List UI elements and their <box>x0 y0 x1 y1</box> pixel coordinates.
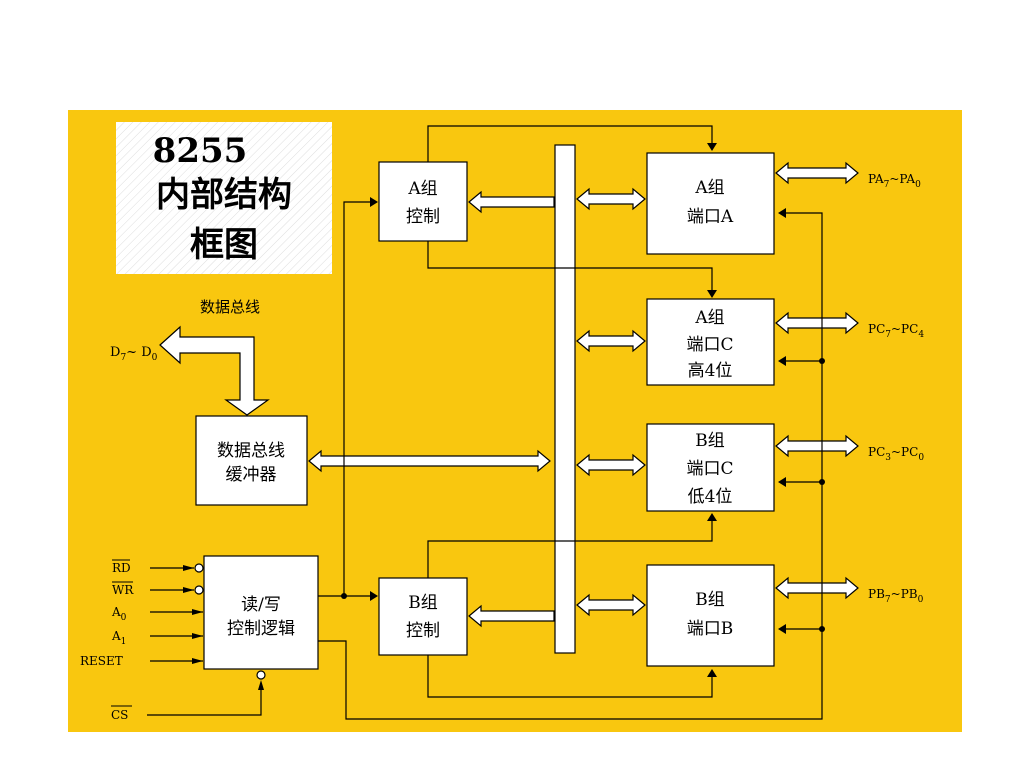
data-bus-buffer-line-1: 数据总线 <box>217 441 285 461</box>
bus-arrow-port-a <box>576 187 646 211</box>
control-line-b-to-port-b <box>427 655 713 698</box>
port-a-line-1: A组 <box>694 178 724 198</box>
reset-label: RESET <box>80 654 123 668</box>
group-a-control-block: A组 控制 <box>378 161 468 242</box>
port-c-upper-line-2: 端口C <box>686 335 733 355</box>
control-line-a-to-port-a <box>427 125 713 162</box>
feedback-line-right <box>318 212 823 720</box>
group-b-control-line-1: B组 <box>408 593 438 613</box>
rw-control-logic-block: 读/写 控制逻辑 <box>203 555 319 670</box>
bus-arrow-pa-external <box>775 161 859 185</box>
bus-arrow-buffer-to-bus <box>308 449 551 473</box>
title-line-2: 内部结构 <box>156 175 292 215</box>
title-line-3: 框图 <box>190 225 258 265</box>
rd-label: RD <box>112 561 131 575</box>
control-line-rw-to-a-control <box>343 201 370 596</box>
a1-label: A1 <box>111 629 126 647</box>
control-line-b-to-port-c-lower <box>427 521 713 578</box>
data-bus-buffer-block: 数据总线 缓冲器 <box>195 415 308 506</box>
internal-data-bus <box>554 144 576 654</box>
d-bus-label: D7~ D0 <box>110 345 158 363</box>
external-data-bus-arrow <box>159 325 270 416</box>
bus-arrow-group-b-control <box>468 604 555 628</box>
bus-arrow-group-a-control <box>468 190 555 214</box>
pc-low-label: PC3~PC0 <box>868 445 924 463</box>
bus-arrow-pb-external <box>775 576 859 600</box>
group-a-control-line-1: A组 <box>407 179 437 199</box>
port-c-upper-block: A组 端口C 高4位 <box>646 298 775 386</box>
pc-high-label: PC7~PC4 <box>868 322 924 340</box>
cs-label: CS <box>111 708 128 722</box>
rw-control-logic-line-1: 读/写 <box>241 595 281 615</box>
bus-arrow-port-c-upper <box>576 329 646 353</box>
port-a-block: A组 端口A <box>646 152 775 255</box>
rw-control-logic-line-2: 控制逻辑 <box>227 619 295 639</box>
bus-arrow-pc-lower-external <box>775 434 859 458</box>
group-b-control-line-2: 控制 <box>406 621 440 641</box>
cs-line <box>147 684 262 716</box>
bus-arrow-pc-upper-external <box>775 311 859 335</box>
title-box: 8255 内部结构 框图 <box>116 122 332 274</box>
group-a-control-line-2: 控制 <box>406 207 440 227</box>
port-b-block: B组 端口B <box>646 564 775 667</box>
port-c-lower-line-2: 端口C <box>686 459 733 479</box>
title-line-1: 8255 <box>153 131 248 171</box>
port-c-lower-block: B组 端口C 低4位 <box>646 423 775 512</box>
bus-arrow-port-b <box>576 593 646 617</box>
control-line-a-to-port-c-upper <box>427 241 713 290</box>
port-c-lower-line-3: 低4位 <box>688 487 733 507</box>
port-c-lower-line-1: B组 <box>695 431 725 451</box>
port-c-upper-line-3: 高4位 <box>688 361 733 381</box>
wr-label: WR <box>112 583 134 597</box>
pb-label: PB7~PB0 <box>868 587 924 605</box>
group-b-control-block: B组 控制 <box>378 577 468 656</box>
data-bus-label: 数据总线 <box>200 298 260 316</box>
port-b-line-1: B组 <box>695 590 725 610</box>
data-bus-buffer-line-2: 缓冲器 <box>226 465 277 485</box>
port-b-line-2: 端口B <box>687 619 734 639</box>
port-c-upper-line-1: A组 <box>694 308 724 328</box>
bus-arrow-port-c-lower <box>576 453 646 477</box>
a0-label: A0 <box>111 605 127 623</box>
pa-label: PA7~PA0 <box>868 172 921 190</box>
port-a-line-2: 端口A <box>687 207 734 227</box>
